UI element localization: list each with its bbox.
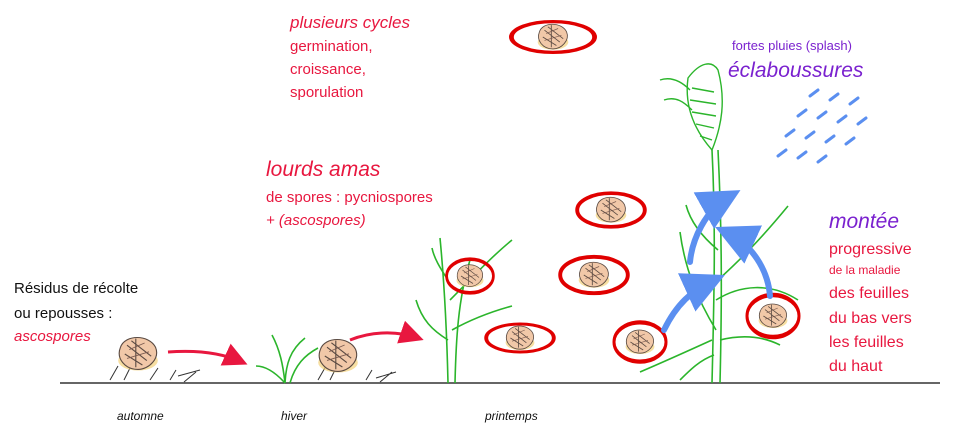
season-autumn: automne [117, 409, 164, 423]
rain-icon [778, 90, 866, 162]
montee-title: montée [829, 209, 899, 234]
montee-line-4: des feuilles [829, 284, 909, 303]
residues-label-3: ascospores [14, 328, 91, 346]
wheat-plant-icon [256, 335, 318, 383]
montee-line-3: de la maladie [829, 263, 900, 277]
wheat-ear-icon [660, 64, 722, 150]
amas-line-3: + (ascospores) [266, 212, 366, 230]
amas-line-2: de spores : pycniospores [266, 189, 433, 207]
rain-label-1: fortes pluies (splash) [732, 38, 852, 54]
cycles-line-3: croissance, [290, 61, 366, 79]
montee-line-5: du bas vers [829, 309, 912, 328]
spore-cycle-icon [447, 259, 494, 293]
spore-cycle-icon [614, 322, 666, 361]
amas-title: lourds amas [266, 157, 380, 182]
season-winter: hiver [281, 409, 307, 423]
progression-arrow-icon [168, 351, 242, 362]
progression-arrow-icon [664, 196, 770, 330]
progression-arrow-icon [350, 333, 418, 340]
rain-label-2: éclaboussures [728, 58, 863, 83]
cycles-line-2: germination, [290, 38, 373, 56]
spore-cycle-icon [511, 22, 594, 53]
montee-line-6: les feuilles [829, 333, 904, 352]
montee-line-7: du haut [829, 357, 882, 376]
season-spring: printemps [485, 409, 538, 423]
residues-label-1: Résidus de récolte [14, 280, 138, 298]
spore-cycle-icon [747, 295, 799, 337]
cycles-title: plusieurs cycles [290, 13, 410, 33]
spore-residue-icon [118, 338, 158, 371]
residues-label-2: ou repousses : [14, 305, 112, 323]
montee-line-2: progressive [829, 240, 912, 259]
cycles-line-4: sporulation [290, 84, 363, 102]
spore-residue-icon [318, 340, 358, 373]
spore-cycle-icon [486, 324, 554, 352]
spore-cycle-icon [577, 193, 645, 227]
spore-cycle-icon [560, 257, 628, 293]
